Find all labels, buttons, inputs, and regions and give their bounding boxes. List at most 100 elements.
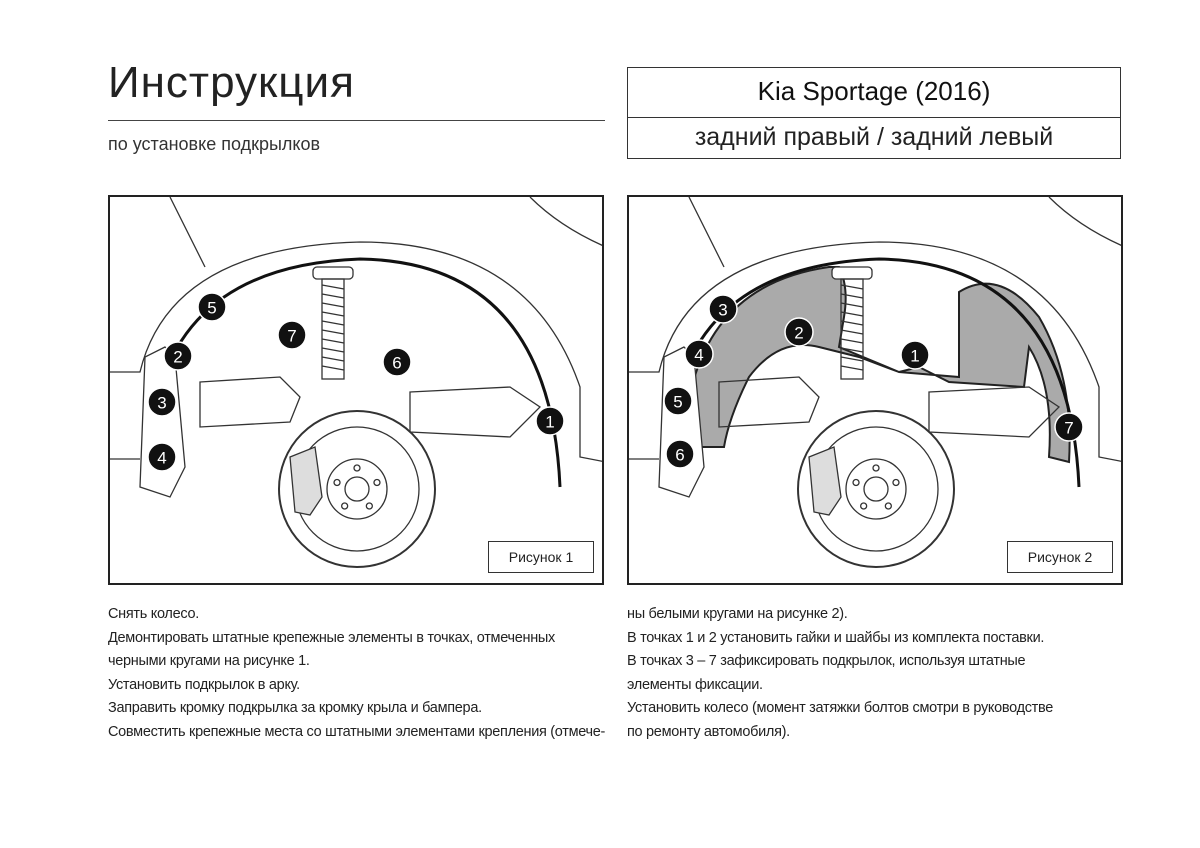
body-line [1048,197,1121,246]
marker-2-label: 2 [794,324,803,343]
marker-6-label: 6 [392,354,401,373]
body-line [688,197,725,268]
model-divider [628,117,1120,118]
lug-hole [341,502,349,510]
instruction-line: В точках 3 – 7 зафиксировать подкрылок, … [627,653,1026,670]
lug-hole [365,502,373,510]
marker-1-label: 1 [545,413,554,432]
marker-3-circle [708,294,738,324]
body-line [169,197,206,268]
thread [321,347,345,353]
thread [840,356,864,362]
suspension-arm [409,386,542,438]
lug-hole [872,464,880,472]
markers: 3 2 4 1 5 6 7 [663,294,1084,469]
thread [840,329,864,335]
marker-3-label: 3 [718,301,727,320]
marker-5-circle [663,386,693,416]
marker-2-circle [163,341,193,371]
marker-7-label: 7 [1064,419,1073,438]
wheel-arch-drawing-1: 5 2 3 4 7 6 1 [110,197,602,568]
thread [321,284,345,290]
bolt-shaft [840,278,864,380]
page-title: Инструкция [108,58,355,107]
thread [321,356,345,362]
figure-label: Рисунок 2 [1007,541,1113,573]
instructions-left: Снять колесо. Демонтировать штатные креп… [108,603,605,745]
hub-center [863,476,889,502]
marker-6-circle [665,439,695,469]
thread [840,338,864,344]
marker-1-circle [900,340,930,370]
thread [321,293,345,299]
fender-outline [629,241,1121,462]
marker-6-circle [382,347,412,377]
marker-3-circle [147,387,177,417]
hub-center [344,476,370,502]
wheel-arch-drawing-2: 3 2 4 1 5 6 7 [629,197,1121,568]
title-divider [108,120,605,121]
marker-3-label: 3 [157,394,166,413]
brake-disc [797,410,955,568]
thread [840,365,864,371]
marker-4-label: 4 [157,449,166,468]
thread [321,365,345,371]
marker-5-label: 5 [207,299,216,318]
body-line [529,197,602,246]
instruction-line: В точках 1 и 2 установить гайки и шайбы … [627,629,1045,646]
suspension-arm [928,386,1061,438]
instruction-line: Установить подкрылок в арку. [108,676,300,693]
lug-hole [852,478,860,487]
marker-7-circle [277,320,307,350]
bolt-head [312,266,354,280]
thread [840,320,864,326]
thread [321,302,345,308]
marker-7-circle [1054,412,1084,442]
marker-1-circle [535,406,565,436]
thread [321,338,345,344]
fender-outline [110,241,602,462]
markers: 5 2 3 4 7 6 1 [147,292,565,472]
thread [840,284,864,290]
thread [840,302,864,308]
lug-hole [353,464,361,472]
marker-2-label: 2 [173,348,182,367]
lug-hole [892,478,900,487]
instructions-right: ны белыми кругами на рисунке 2). В точка… [627,603,1053,745]
marker-5-label: 5 [673,393,682,412]
page-subtitle: по установке подкрылков [108,134,321,154]
instruction-line: ны белыми кругами на рисунке 2). [627,606,848,622]
instruction-line: Заправить кромку подкрылка за кромку кры… [108,700,482,717]
marker-5-circle [197,292,227,322]
thread [321,329,345,335]
thread [840,347,864,353]
thread [321,320,345,326]
marker-7-label: 7 [287,327,296,346]
marker-1-label: 1 [910,347,919,366]
bolt-head [831,266,873,280]
hub [845,458,907,520]
lug-hole [860,502,868,510]
suspension-arm [718,376,820,428]
instruction-line: элементы фиксации. [627,676,763,693]
marker-4-circle [147,442,177,472]
instruction-line: Снять колесо. [108,606,199,622]
marker-4-label: 4 [694,346,703,365]
wheel-position: задний правый / задний левый [694,123,1054,151]
instruction-line: Демонтировать штатные крепежные элементы… [108,629,555,646]
instruction-line: Установить колесо (момент затяжки болтов… [627,700,1054,717]
thread [840,311,864,317]
brake-caliper [808,446,842,516]
brake-disc [278,410,436,568]
marker-2-circle [784,317,814,347]
marker-6-label: 6 [675,446,684,465]
instruction-line: по ремонту автомобиля). [627,723,790,740]
bolt-shaft [321,278,345,380]
lug-hole [373,478,381,487]
instruction-line: черными кругами на рисунке 1. [108,653,310,670]
figure-label: Рисунок 1 [488,541,594,573]
figure-2: 3 2 4 1 5 6 7 Рисунок 2 [627,195,1123,585]
suspension-arm [199,376,301,428]
wheel-liner [682,266,1071,464]
hub [326,458,388,520]
